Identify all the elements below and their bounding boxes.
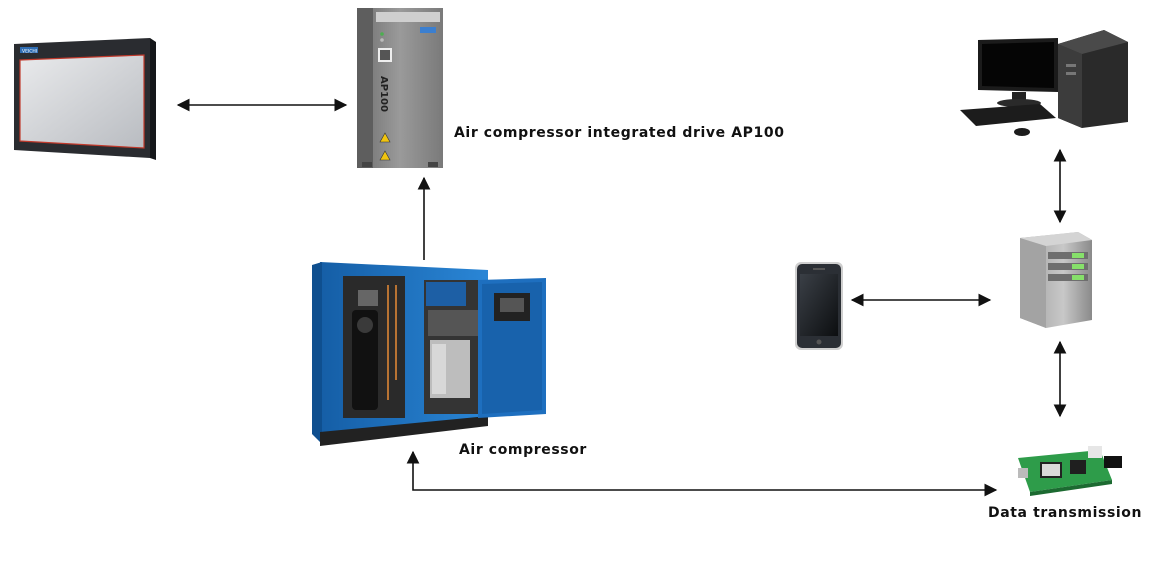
desktop-computer-icon — [960, 30, 1128, 136]
data-transmission-module-icon — [1018, 446, 1122, 496]
data-transmission-label: Data transmission — [988, 505, 1143, 521]
air-compressor-icon — [312, 262, 546, 446]
hmi-panel-icon: VEICHI — [14, 38, 156, 160]
smartphone-icon — [795, 262, 843, 350]
hmi-brand-text: VEICHI — [22, 49, 37, 55]
compressor-label: Air compressor — [459, 442, 587, 458]
drive-ap100-icon: AP100 — [357, 8, 443, 168]
drive-model-text: AP100 — [378, 76, 389, 112]
arrow-compressor-module — [406, 450, 998, 497]
drive-label: Air compressor integrated drive AP100 — [454, 125, 785, 141]
server-icon — [1020, 232, 1092, 328]
